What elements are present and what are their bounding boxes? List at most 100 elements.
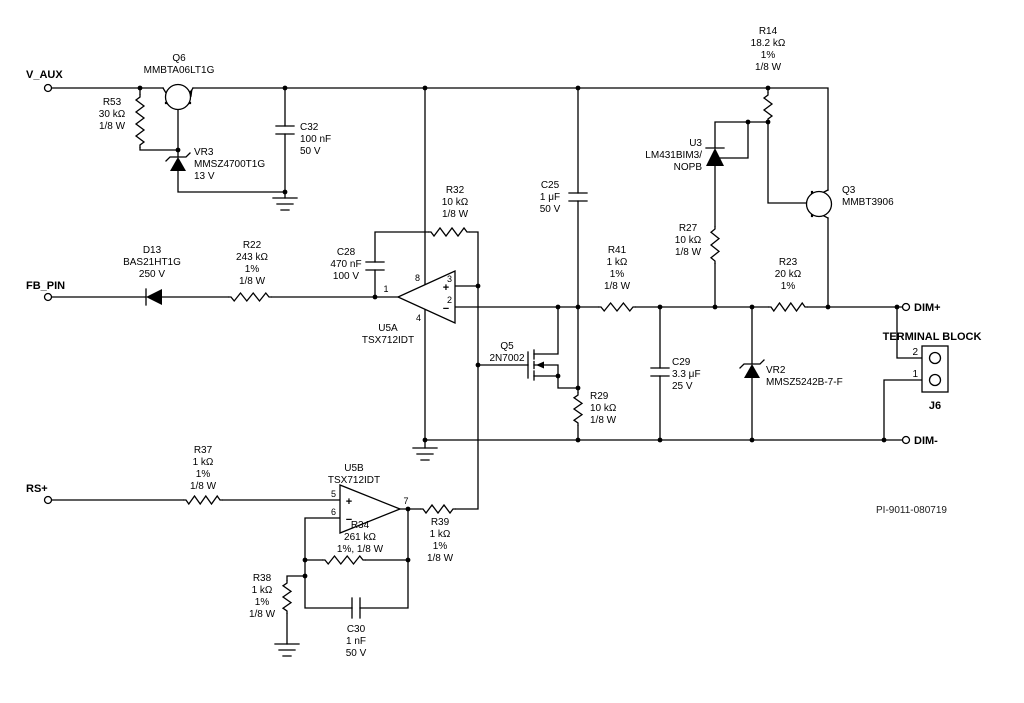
resistor-R34-symbol xyxy=(322,554,366,566)
r34-label-line-2: 1%, 1/8 W xyxy=(337,544,384,555)
q6-label-line-1: MMBTA06LT1G xyxy=(144,65,215,76)
u3-label-line-2: NOPB xyxy=(674,162,703,173)
r29-label-line-1: 10 kΩ xyxy=(590,403,617,414)
capacitor-plates xyxy=(275,125,670,619)
u5a-minus-sign: − xyxy=(443,303,449,315)
r23-label-line-2: 1% xyxy=(781,281,796,292)
d13-label-line-0: D13 xyxy=(143,245,162,256)
r32-label-line-0: R32 xyxy=(446,185,465,196)
ground-icon xyxy=(272,197,438,657)
r39-label-line-3: 1/8 W xyxy=(427,553,454,564)
r23-label-line-0: R23 xyxy=(779,257,798,268)
u5a-pin1: 1 xyxy=(383,284,388,294)
vr2-label-line-1: MMSZ5242B-7-F xyxy=(766,377,843,388)
resistor-R29-symbol xyxy=(572,392,584,426)
c29-label-line-1: 3.3 μF xyxy=(672,369,701,380)
c29-label-line-2: 25 V xyxy=(672,381,693,392)
u5a-label-line-0: U5A xyxy=(378,323,398,334)
c28-label-line-2: 100 V xyxy=(333,271,359,282)
terminal-block-ref: J6 xyxy=(929,400,941,412)
opamp-pin-labels: 8 3 2 1 4 + − 5 6 7 + − xyxy=(331,273,452,526)
c32-label-line-0: C32 xyxy=(300,122,319,133)
r39-label-line-1: 1 kΩ xyxy=(430,529,451,540)
c30-label-line-2: 50 V xyxy=(346,648,367,659)
u5b-minus-sign: − xyxy=(346,514,352,526)
j6-pad-2 xyxy=(928,351,942,365)
r22-label-line-1: 243 kΩ xyxy=(236,252,268,263)
mosfet-Q5 xyxy=(527,349,544,381)
r14-label-line-2: 1% xyxy=(761,50,776,61)
r29-label-line-2: 1/8 W xyxy=(590,415,617,426)
j6-pin-1-label: 1 xyxy=(912,369,918,380)
vr3-label-line-2: 13 V xyxy=(194,171,215,182)
u5b-plus-sign: + xyxy=(346,496,352,508)
r37-label-line-0: R37 xyxy=(194,445,213,456)
c25-label-line-2: 50 V xyxy=(540,204,561,215)
c32-label-line-2: 50 V xyxy=(300,146,321,157)
resistor-R38-symbol xyxy=(281,580,293,614)
r41-label-line-3: 1/8 W xyxy=(604,281,631,292)
u3-label-line-1: LM431BIM3/ xyxy=(645,150,702,161)
net-labels: V_AUX FB_PIN RS+ DIM+ DIM- TERMINAL BLOC… xyxy=(26,69,981,516)
net-label-dim-plus: DIM+ xyxy=(914,302,941,314)
resistor-R23-symbol xyxy=(768,301,808,313)
net-label-rs-plus: RS+ xyxy=(26,483,48,495)
d13-label-line-2: 250 V xyxy=(139,269,165,280)
j6-pin-2-label: 2 xyxy=(912,347,918,358)
r32-label-line-2: 1/8 W xyxy=(442,209,469,220)
r27-label-line-2: 1/8 W xyxy=(675,247,702,258)
r34-label-line-0: R34 xyxy=(351,520,370,531)
terminal-rs-plus xyxy=(43,495,53,505)
r53-label-line-1: 30 kΩ xyxy=(99,109,126,120)
u5a-pin4: 4 xyxy=(416,313,421,323)
r39-label-line-2: 1% xyxy=(433,541,448,552)
terminal-dim-plus xyxy=(901,302,911,312)
c30-label-line-0: C30 xyxy=(347,624,366,635)
c28-label-line-0: C28 xyxy=(337,247,356,258)
resistor-R14-symbol xyxy=(762,92,774,122)
opamp-U5A-symbol xyxy=(396,269,456,325)
terminal-block-J6 xyxy=(921,345,949,393)
u5a-plus-sign: + xyxy=(443,282,449,294)
mosfet-arrow-icon xyxy=(536,361,544,369)
terminal-fb-pin xyxy=(43,292,53,302)
r37-label-line-3: 1/8 W xyxy=(190,481,217,492)
c25-label-line-0: C25 xyxy=(541,180,560,191)
r39-label-line-0: R39 xyxy=(431,517,450,528)
q6-label-line-0: Q6 xyxy=(172,53,186,64)
transistor-Q3 xyxy=(805,189,833,219)
vr3-label-line-0: VR3 xyxy=(194,147,214,158)
c25-label-line-1: 1 μF xyxy=(540,192,560,203)
net-label-dim-minus: DIM- xyxy=(914,435,938,447)
c28-label-line-1: 470 nF xyxy=(330,259,361,270)
r14-label-line-0: R14 xyxy=(759,26,778,37)
q5-label-line-1: 2N7002 xyxy=(489,353,524,364)
u5a-pin8: 8 xyxy=(415,273,420,283)
resistor-R41-symbol xyxy=(598,301,636,313)
r22-label-line-3: 1/8 W xyxy=(239,276,266,287)
q3-label-line-0: Q3 xyxy=(842,185,856,196)
r41-label-line-1: 1 kΩ xyxy=(607,257,628,268)
vr3-label-line-1: MMSZ4700T1G xyxy=(194,159,265,170)
c29-label-line-0: C29 xyxy=(672,357,691,368)
r38-label-line-2: 1% xyxy=(255,597,270,608)
